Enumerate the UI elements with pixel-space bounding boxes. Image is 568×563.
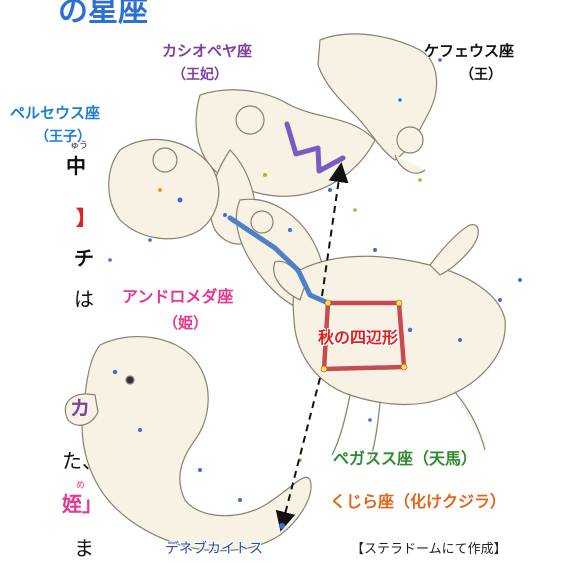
deneb-kaitos-label: デネブカイトス [165, 541, 263, 557]
background-stars [108, 58, 522, 502]
credit-label: 【ステラドームにて作成】 [351, 542, 507, 557]
perseus-figure [108, 138, 220, 240]
side-char-1: 中 [66, 154, 86, 178]
pegasus-label: ペガスス座（天馬） [333, 449, 478, 468]
autumn-square-label: 秋の四辺形 [318, 328, 399, 347]
cassiopeia-asterism [284, 121, 346, 174]
side-char-7: 姪」 [62, 492, 102, 516]
header-fragment: の星座 [58, 0, 148, 29]
side-char-4: は [74, 287, 94, 311]
andromeda-label: アンドロメダ座 [122, 287, 234, 306]
arrow-to-polaris [321, 162, 349, 297]
andromeda-role: （姫） [163, 314, 209, 332]
perseus-label: ペルセウス座 [10, 104, 101, 122]
side-char-2: 】 [76, 206, 96, 230]
side-furigana-1: ゅう [70, 141, 89, 151]
side-char-3: チ [74, 246, 94, 270]
cepheus-figure [317, 33, 438, 174]
side-char-5: カ [70, 396, 90, 420]
side-char-6: た、 [62, 449, 102, 473]
cepheus-label: ケフェウス座 [424, 42, 515, 60]
square-stars [320, 299, 408, 373]
cetus-label: くじら座（化けクジラ） [330, 492, 507, 511]
arrow-to-deneb-kaitos [275, 377, 321, 532]
cassiopeia-label: カシオペヤ座 [162, 42, 253, 60]
cassiopeia-role: （王妃） [172, 67, 228, 83]
perseus-role: （王子） [35, 129, 91, 145]
cepheus-role: （王） [460, 67, 502, 83]
andromeda-asterism [227, 215, 331, 306]
side-furigana-2: め [76, 481, 86, 491]
deneb-kaitos-star [279, 523, 285, 529]
cetus-figure [64, 335, 312, 552]
side-char-8: ま [74, 536, 94, 560]
